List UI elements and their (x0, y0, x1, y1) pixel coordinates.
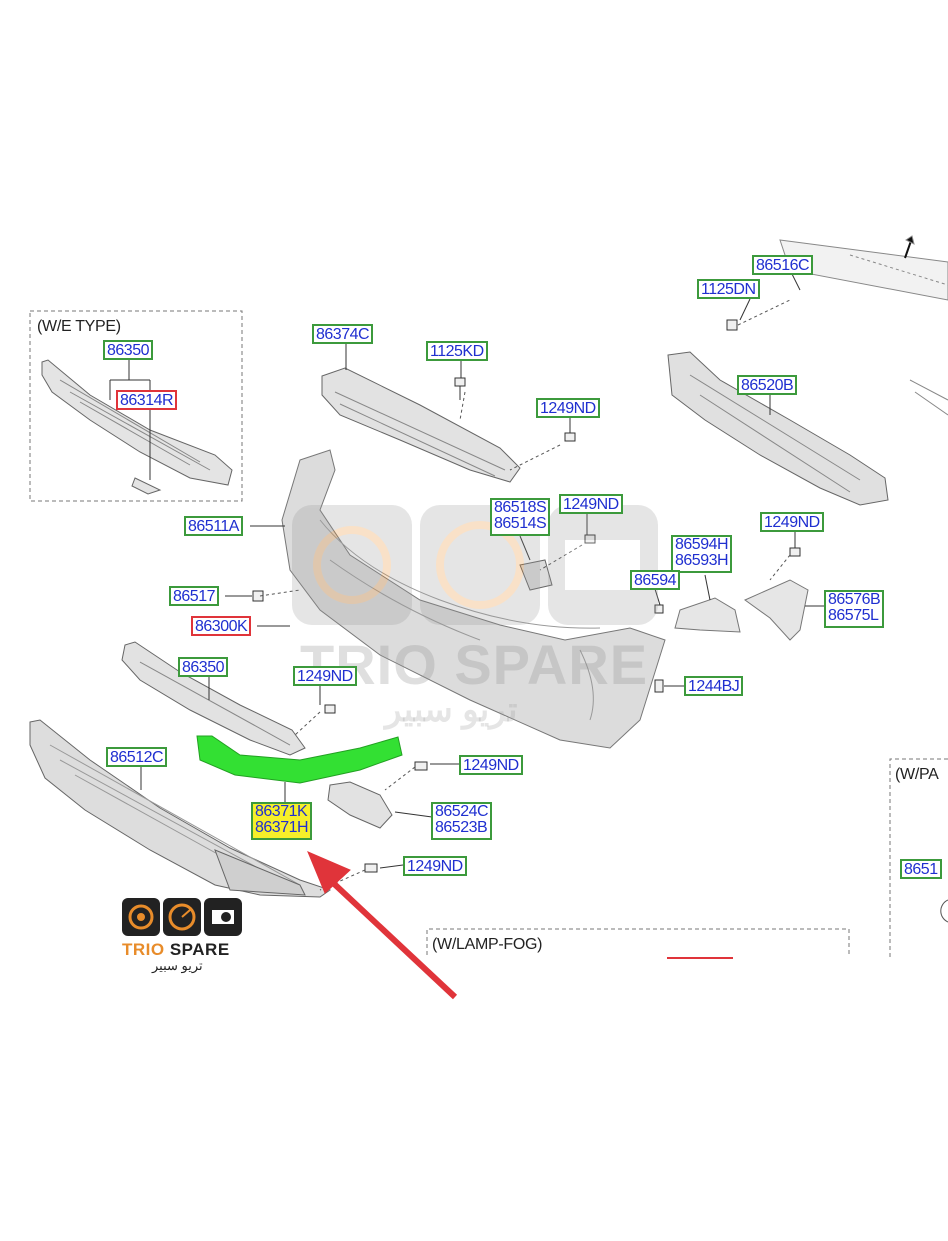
bumper-cover (281, 449, 666, 749)
upper-grille-part (321, 367, 521, 483)
we-type-box (29, 310, 243, 502)
part-label-86518s[interactable]: 86518S (494, 499, 547, 516)
screws (252, 319, 801, 873)
dash-lines (259, 299, 791, 891)
section-we-type: (W/E TYPE) (37, 318, 121, 335)
energy-absorber (667, 351, 889, 506)
watermark-arabic: تريو سبير (385, 691, 518, 729)
fog-bracket (327, 781, 393, 829)
brand-name-part1: TRIO (122, 940, 165, 959)
part-label-86575l[interactable]: 86575L (828, 607, 879, 624)
part-label-86594h[interactable]: 86594H (675, 536, 729, 553)
part-label-86350-top[interactable]: 86350 (103, 340, 153, 360)
brand-arabic: تريو سبير (152, 958, 203, 973)
watermark-icons (292, 505, 658, 625)
brand-name: TRIO SPARE (122, 940, 230, 960)
part-label-1249nd-d[interactable]: 1249ND (293, 666, 357, 686)
part-label-86524c[interactable]: 86524C (435, 803, 489, 820)
brand-name-part2: SPARE (169, 940, 230, 959)
part-label-1249nd-a[interactable]: 1249ND (536, 398, 600, 418)
w-pa-box (889, 758, 948, 960)
part-label-86511a[interactable]: 86511A (184, 516, 243, 536)
brand-icons (122, 898, 242, 936)
part-label-1244bj[interactable]: 1244BJ (684, 676, 744, 696)
part-label-86520b[interactable]: 86520B (737, 375, 798, 395)
part-label-1125dn[interactable]: 1125DN (697, 279, 760, 299)
part-label-86593h[interactable]: 86593H (675, 552, 729, 569)
watermark-title: TRIO SPARE (300, 633, 649, 696)
highlighted-part-86371k (196, 735, 403, 784)
part-label-86371k[interactable]: 86371K (255, 803, 308, 820)
part-label-86300k[interactable]: 86300K (191, 616, 252, 636)
part-label-86516c[interactable]: 86516C (752, 255, 814, 275)
part-label-86371h[interactable]: 86371H (255, 819, 309, 836)
part-label-86523b[interactable]: 86523B (435, 819, 488, 836)
part-label-86517[interactable]: 86517 (169, 586, 219, 606)
part-label-86374c[interactable]: 86374C (312, 324, 374, 344)
part-label-86514s[interactable]: 86514S (494, 515, 547, 532)
red-arrow (307, 851, 458, 1000)
part-label-1249nd-c[interactable]: 1249ND (760, 512, 824, 532)
section-lamp-fog: (W/LAMP-FOG) (432, 936, 543, 953)
lower-grille (29, 719, 332, 898)
part-label-1249nd-e[interactable]: 1249ND (459, 755, 523, 775)
part-label-8651[interactable]: 8651 (900, 859, 942, 879)
w-pa-circle (940, 899, 948, 923)
section-w-pa: (W/PA (895, 766, 939, 783)
part-label-86512c[interactable]: 86512C (106, 747, 168, 767)
part-label-86594[interactable]: 86594 (630, 570, 680, 590)
part-label-86576b[interactable]: 86576B (828, 591, 881, 608)
part-label-1249nd-f[interactable]: 1249ND (403, 856, 467, 876)
fog-side-covers (674, 579, 809, 641)
part-label-1125kd[interactable]: 1125KD (426, 341, 488, 361)
leader-lines (109, 273, 824, 869)
part-label-86350-mid[interactable]: 86350 (178, 657, 228, 677)
middle-grille (121, 641, 306, 756)
part-label-86314r[interactable]: 86314R (116, 390, 178, 410)
part-label-1249nd-b[interactable]: 1249ND (559, 494, 623, 514)
we-type-grille (41, 359, 233, 495)
